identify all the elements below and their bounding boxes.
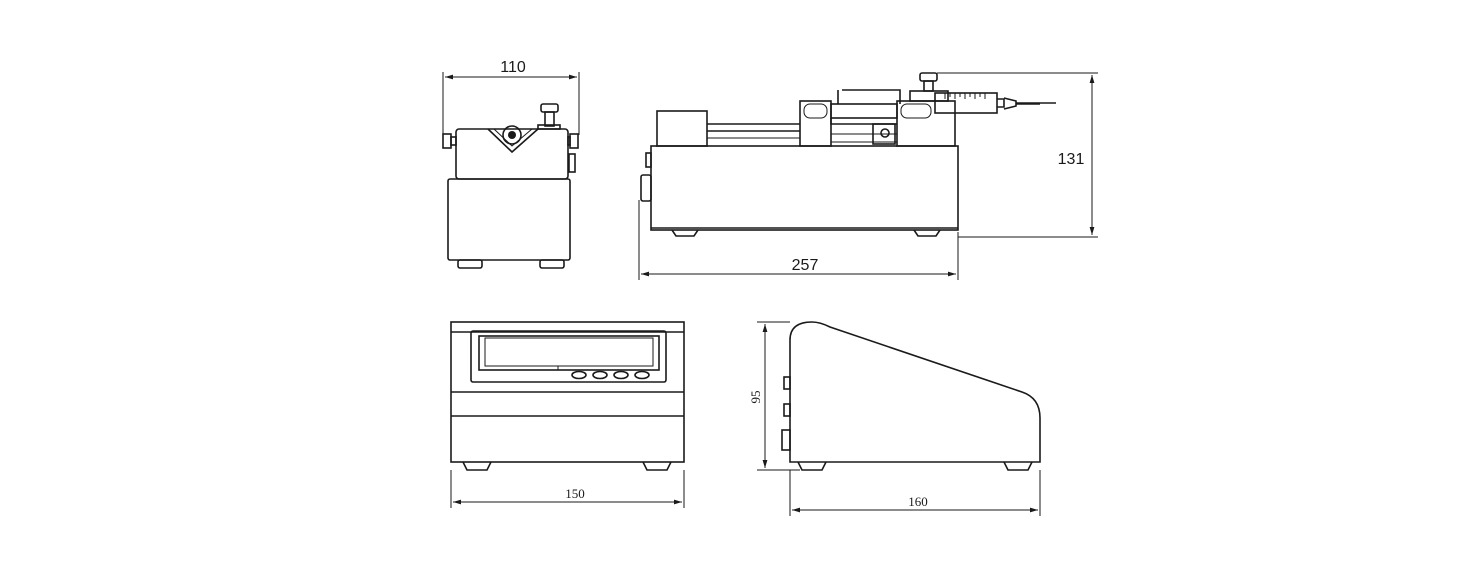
end-view: 110 [442, 59, 580, 269]
profile-view: 95 160 [748, 321, 1041, 516]
dim-160: 160 [908, 494, 928, 509]
dim-95: 95 [748, 391, 763, 404]
dim-257: 257 [792, 257, 819, 274]
side-view: 131 257 [638, 72, 1098, 280]
dim-150: 150 [565, 486, 585, 501]
front-view: 150 [450, 321, 685, 508]
dim-131: 131 [1058, 151, 1085, 168]
dim-110: 110 [500, 59, 526, 76]
